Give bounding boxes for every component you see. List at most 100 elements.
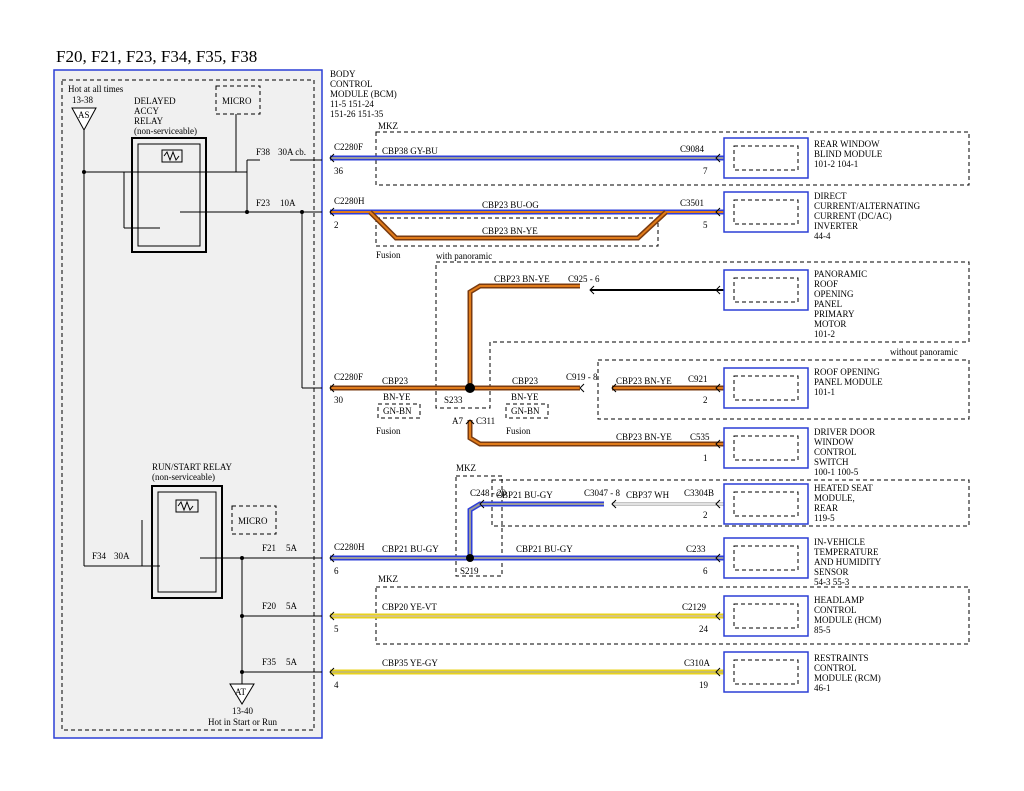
svg-text:DRIVER DOOR: DRIVER DOOR	[814, 427, 875, 437]
delayed-relay-line4: (non-serviceable)	[134, 126, 197, 136]
conn-a7: A7	[452, 416, 463, 426]
conn-c2280h-2: C2280H	[334, 542, 365, 552]
svg-text:ROOF OPENING: ROOF OPENING	[814, 367, 880, 377]
svg-text:DIRECT: DIRECT	[814, 191, 847, 201]
module-roof-panel: ROOF OPENING PANEL MODULE 101-1	[723, 367, 883, 409]
pin-2: 2	[334, 220, 339, 230]
bcm-label-3: MODULE (BCM)	[330, 89, 397, 99]
svg-text:RESTRAINTS: RESTRAINTS	[814, 653, 869, 663]
mkz-label-1: MKZ	[378, 121, 398, 131]
circuit-cbp23-a: CBP23 BU-OG	[482, 200, 539, 210]
wire-cbp23-panoramic-stripe	[469, 285, 580, 388]
gn-bn-label-2: GN-BN	[511, 406, 540, 416]
svg-text:ROOF: ROOF	[814, 279, 838, 289]
module-driver-door: DRIVER DOOR WINDOW CONTROL SWITCH 100-1 …	[723, 427, 875, 477]
run-relay-line2: (non-serviceable)	[152, 472, 215, 482]
splice-dot	[82, 170, 86, 174]
conn-c248: C248 - 20	[470, 488, 507, 498]
delayed-relay-line2: ACCY	[134, 106, 160, 116]
run-relay-inner	[157, 491, 217, 593]
conn-c925: C925 - 6	[568, 274, 600, 284]
pin-6: 6	[334, 566, 339, 576]
s219-region	[455, 475, 503, 577]
conn-c9084: C9084	[680, 144, 705, 154]
delayed-relay-coil-icon	[161, 149, 183, 163]
conn-c3501-pin: 5	[703, 220, 708, 230]
module-headlamp: HEADLAMP CONTROL MODULE (HCM) 85-5	[723, 595, 881, 637]
svg-text:MODULE (HCM): MODULE (HCM)	[814, 615, 881, 625]
delayed-relay-box	[131, 137, 207, 253]
svg-text:BLIND MODULE: BLIND MODULE	[814, 149, 883, 159]
run-relay-box	[151, 485, 223, 599]
conn-c3501: C3501	[680, 198, 704, 208]
module-in-vehicle-sensor: IN-VEHICLE TEMPERATURE AND HUMIDITY SENS…	[723, 537, 882, 587]
fuse-f34-label: F34	[92, 551, 107, 561]
run-relay-line1: RUN/START RELAY	[152, 462, 233, 472]
circuit-cbp23-d: CBP23	[382, 376, 409, 386]
svg-text:101-2: 101-2	[814, 329, 835, 339]
conn-c919: C919 - 8	[566, 372, 598, 382]
svg-text:101-2 104-1: 101-2 104-1	[814, 159, 858, 169]
svg-text:IN-VEHICLE: IN-VEHICLE	[814, 537, 865, 547]
with-panoramic-region	[435, 261, 970, 409]
panel-wiring	[83, 114, 322, 686]
coil-zigzag-icon	[163, 150, 180, 162]
svg-text:INVERTER: INVERTER	[814, 221, 858, 231]
at-tag: AT	[235, 687, 247, 697]
gn-bn-box	[377, 403, 421, 419]
with-panoramic-label: with panoramic	[436, 251, 492, 261]
without-panoramic-region	[597, 359, 970, 420]
svg-text:MOTOR: MOTOR	[814, 319, 846, 329]
coil-zigzag-icon-2	[177, 500, 194, 512]
splice-dot	[245, 210, 249, 214]
conn-c2129: C2129	[682, 602, 707, 612]
svg-text:101-1: 101-1	[814, 387, 835, 397]
circuit-cbp23-b: CBP23 BN-YE	[482, 226, 538, 236]
mkz-label-2: MKZ	[456, 463, 476, 473]
delayed-relay-line3: RELAY	[134, 116, 164, 126]
fuse-f20-rating: 5A	[286, 601, 298, 611]
conn-c2280f-2: C2280F	[334, 372, 363, 382]
fusion-label-2: Fusion	[376, 426, 401, 436]
svg-text:PANEL MODULE: PANEL MODULE	[814, 377, 883, 387]
fuse-f38-label: F38	[256, 147, 271, 157]
svg-text:SENSOR: SENSOR	[814, 567, 849, 577]
conn-c2280f-1: C2280F	[334, 142, 363, 152]
conn-c3304b-pin: 2	[703, 510, 708, 520]
fuse-panel-inner	[61, 79, 315, 731]
splice-dot	[240, 670, 244, 674]
as-tag: AS	[78, 110, 90, 120]
splice-s219	[466, 554, 474, 562]
gn-bn-label: GN-BN	[383, 406, 412, 416]
svg-text:CURRENT (DC/AC): CURRENT (DC/AC)	[814, 211, 892, 221]
wire-cbp23-fusion-loop-stripe	[369, 211, 667, 239]
module-restraints: RESTRAINTS CONTROL MODULE (RCM) 46-1	[723, 651, 881, 693]
gn-bn-box-2	[505, 403, 549, 419]
circuit-cbp21-b: CBP21 BU-GY	[382, 544, 439, 554]
delayed-relay-inner	[137, 143, 201, 247]
bn-ye-label: BN-YE	[383, 392, 411, 402]
pin-30: 30	[334, 395, 344, 405]
splice-s233-label: S233	[444, 395, 463, 405]
fuse-f21-label: F21	[262, 543, 276, 553]
wire-cbp23-driver-stripe	[469, 420, 724, 445]
bcm-label-1: BODY	[330, 69, 356, 79]
conn-c310a: C310A	[684, 658, 711, 668]
micro-top-label: MICRO	[222, 96, 252, 106]
splice-dot	[240, 556, 244, 560]
fusion-label-1: Fusion	[376, 250, 401, 260]
svg-text:PANORAMIC: PANORAMIC	[814, 269, 867, 279]
module-heated-seat: HEATED SEAT MODULE, REAR 119-5	[723, 483, 873, 525]
conn-c233: C233	[686, 544, 706, 554]
wire-cbp23-panoramic	[467, 283, 580, 388]
conn-c921: C921	[688, 374, 708, 384]
svg-text:CONTROL: CONTROL	[814, 605, 857, 615]
svg-text:46-1: 46-1	[814, 683, 831, 693]
at-ref: 13-40	[232, 706, 253, 716]
fuse-f34-rating: 30A	[114, 551, 130, 561]
svg-text:54-3 55-3: 54-3 55-3	[814, 577, 850, 587]
svg-text:OPENING: OPENING	[814, 289, 854, 299]
bn-ye-label-2: BN-YE	[511, 392, 539, 402]
module-panoramic-motor: PANORAMIC ROOF OPENING PANEL PRIMARY MOT…	[723, 269, 867, 339]
conn-c535: C535	[690, 432, 710, 442]
